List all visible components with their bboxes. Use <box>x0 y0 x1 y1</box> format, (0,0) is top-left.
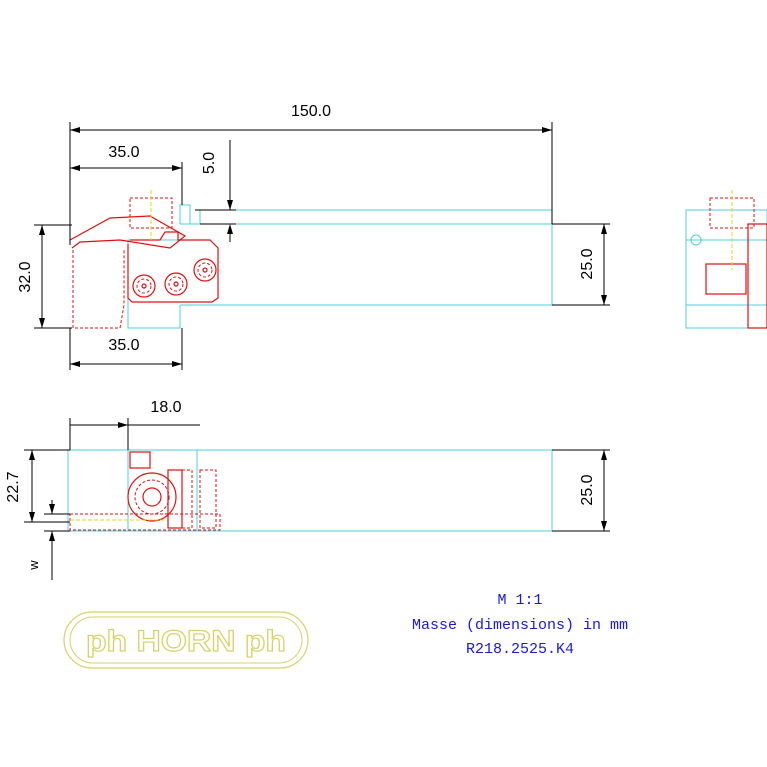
side-post-3 <box>199 469 217 529</box>
dim-top-gap: 5.0 <box>195 140 236 242</box>
dim-top-height-left: 32.0 <box>17 224 72 329</box>
side-post-2 <box>181 469 193 529</box>
dim-top-bottom-offset: 35.0 <box>69 328 183 370</box>
top-screw-1 <box>132 274 156 298</box>
top-view: 150.0 35.0 5.0 32.0 <box>17 103 610 370</box>
top-screw-2 <box>164 272 188 296</box>
dim-side-offset-label: 18.0 <box>150 399 181 416</box>
dim-top-height-right: 25.0 <box>552 223 610 306</box>
end-view-insert <box>747 223 767 329</box>
dim-top-offset-label: 35.0 <box>108 144 139 161</box>
dim-side-w: w <box>26 500 70 580</box>
dim-side-height-right: 25.0 <box>552 449 610 532</box>
end-view-outline <box>685 209 767 329</box>
dim-top-gap-label: 5.0 <box>201 152 218 174</box>
side-shank-outline <box>67 449 553 532</box>
end-view-screw <box>705 263 747 295</box>
dim-top-offset: 35.0 <box>70 144 183 205</box>
dim-side-height-left: 22.7 <box>5 449 70 523</box>
side-clamp <box>129 451 151 469</box>
side-insert <box>69 513 221 531</box>
top-insert-dashed <box>72 250 125 329</box>
logo-frame-outer <box>63 611 309 669</box>
note-scale: M 1:1 <box>497 592 542 609</box>
dim-top-height-left-label: 32.0 <box>17 261 34 292</box>
drawing-notes: M 1:1 Masse (dimensions) in mm R218.2525… <box>412 592 628 658</box>
top-head-lower <box>127 239 181 329</box>
side-screw-outer <box>127 472 177 522</box>
top-shank-outline <box>180 223 553 306</box>
dim-side-height-left-label: 22.7 <box>5 471 22 502</box>
dim-top-height-right-label: 25.0 <box>579 248 596 279</box>
top-insert <box>127 231 219 303</box>
top-clamp <box>69 215 187 249</box>
logo-frame-inner <box>69 616 303 664</box>
top-head-outline <box>179 204 552 225</box>
dim-top-bottom-offset-label: 35.0 <box>108 337 139 354</box>
dim-side-offset: 18.0 <box>69 399 200 450</box>
note-part-number: R218.2525.K4 <box>466 641 574 658</box>
side-post-1 <box>167 469 183 529</box>
side-view: 18.0 22.7 w 25.0 <box>5 399 610 580</box>
note-units: Masse (dimensions) in mm <box>412 617 628 634</box>
end-view-hole <box>690 234 702 246</box>
side-screw-inner <box>142 487 162 507</box>
logo-text: ph HORN ph <box>86 625 286 658</box>
end-view <box>685 190 767 329</box>
side-screw-mid <box>134 479 170 515</box>
horn-logo: ph HORN ph <box>63 611 309 669</box>
top-screw-3 <box>193 258 217 282</box>
dim-side-height-right-label: 25.0 <box>579 474 596 505</box>
dim-side-w-label: w <box>26 560 41 571</box>
dim-top-length-label: 150.0 <box>291 103 331 120</box>
